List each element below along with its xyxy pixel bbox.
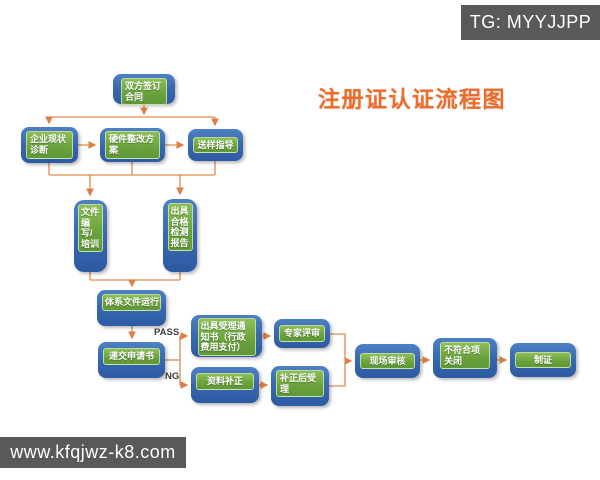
- tg-watermark-badge: TG: MYYJJPP: [461, 5, 600, 40]
- flow-node-sample-guidance: 送样指导: [188, 129, 243, 161]
- flow-node-label: 制证: [515, 351, 571, 369]
- flow-node-sign-contract: 双方签订合同: [113, 74, 175, 106]
- flow-node-label: 补正后受理: [276, 370, 324, 398]
- flow-node-hardware-plan: 硬件整改方案: [100, 128, 165, 162]
- flow-node-label: 送样指导: [193, 136, 238, 154]
- flow-node-label: 专家评审: [279, 325, 325, 342]
- flow-node-acceptance-notice: 出具受理通知书（行政费用支付）: [191, 315, 262, 357]
- flow-node-label: 不符合项关闭: [440, 342, 490, 370]
- flow-node-status-diagnosis: 企业现状诊断: [21, 127, 78, 163]
- flow-node-onsite-audit: 现场审核: [355, 344, 420, 378]
- flow-node-label: 递交申请书: [103, 348, 160, 365]
- flow-node-system-doc-operation: 体系文件运行: [97, 290, 166, 326]
- flow-node-label: 资料补正: [196, 373, 254, 390]
- flow-node-label: 出具受理通知书（行政费用支付）: [197, 318, 256, 356]
- flow-node-certificate-production: 制证: [510, 343, 576, 377]
- flow-node-post-correction-acceptance: 补正后受理: [271, 366, 329, 406]
- flow-node-expert-review: 专家评审: [274, 319, 330, 348]
- flow-node-qualified-test-report: 出具合格检测报告: [163, 199, 197, 272]
- flow-node-nonconformance-closure: 不符合项关闭: [433, 338, 497, 378]
- page-title: 注册证认证流程图: [318, 87, 507, 112]
- flow-node-label: 现场审核: [360, 352, 415, 370]
- flow-node-label: 双方签订合同: [121, 78, 167, 106]
- flow-node-label: 体系文件运行: [102, 294, 161, 311]
- flow-node-label: 文件编写/培训: [78, 204, 103, 253]
- flow-node-submit-application: 递交申请书: [98, 342, 165, 378]
- flow-node-label: 出具合格检测报告: [167, 203, 193, 252]
- flow-node-material-correction: 资料补正: [191, 367, 259, 403]
- flow-node-label: 硬件整改方案: [105, 131, 160, 159]
- edge-label-pass: PASS: [154, 327, 180, 338]
- site-watermark-badge: www.kfqjwz-k8.com: [0, 437, 186, 468]
- edge-label-ng: NG: [165, 371, 180, 382]
- flow-node-doc-writing-training: 文件编写/培训: [74, 200, 107, 272]
- flow-node-label: 企业现状诊断: [26, 131, 73, 159]
